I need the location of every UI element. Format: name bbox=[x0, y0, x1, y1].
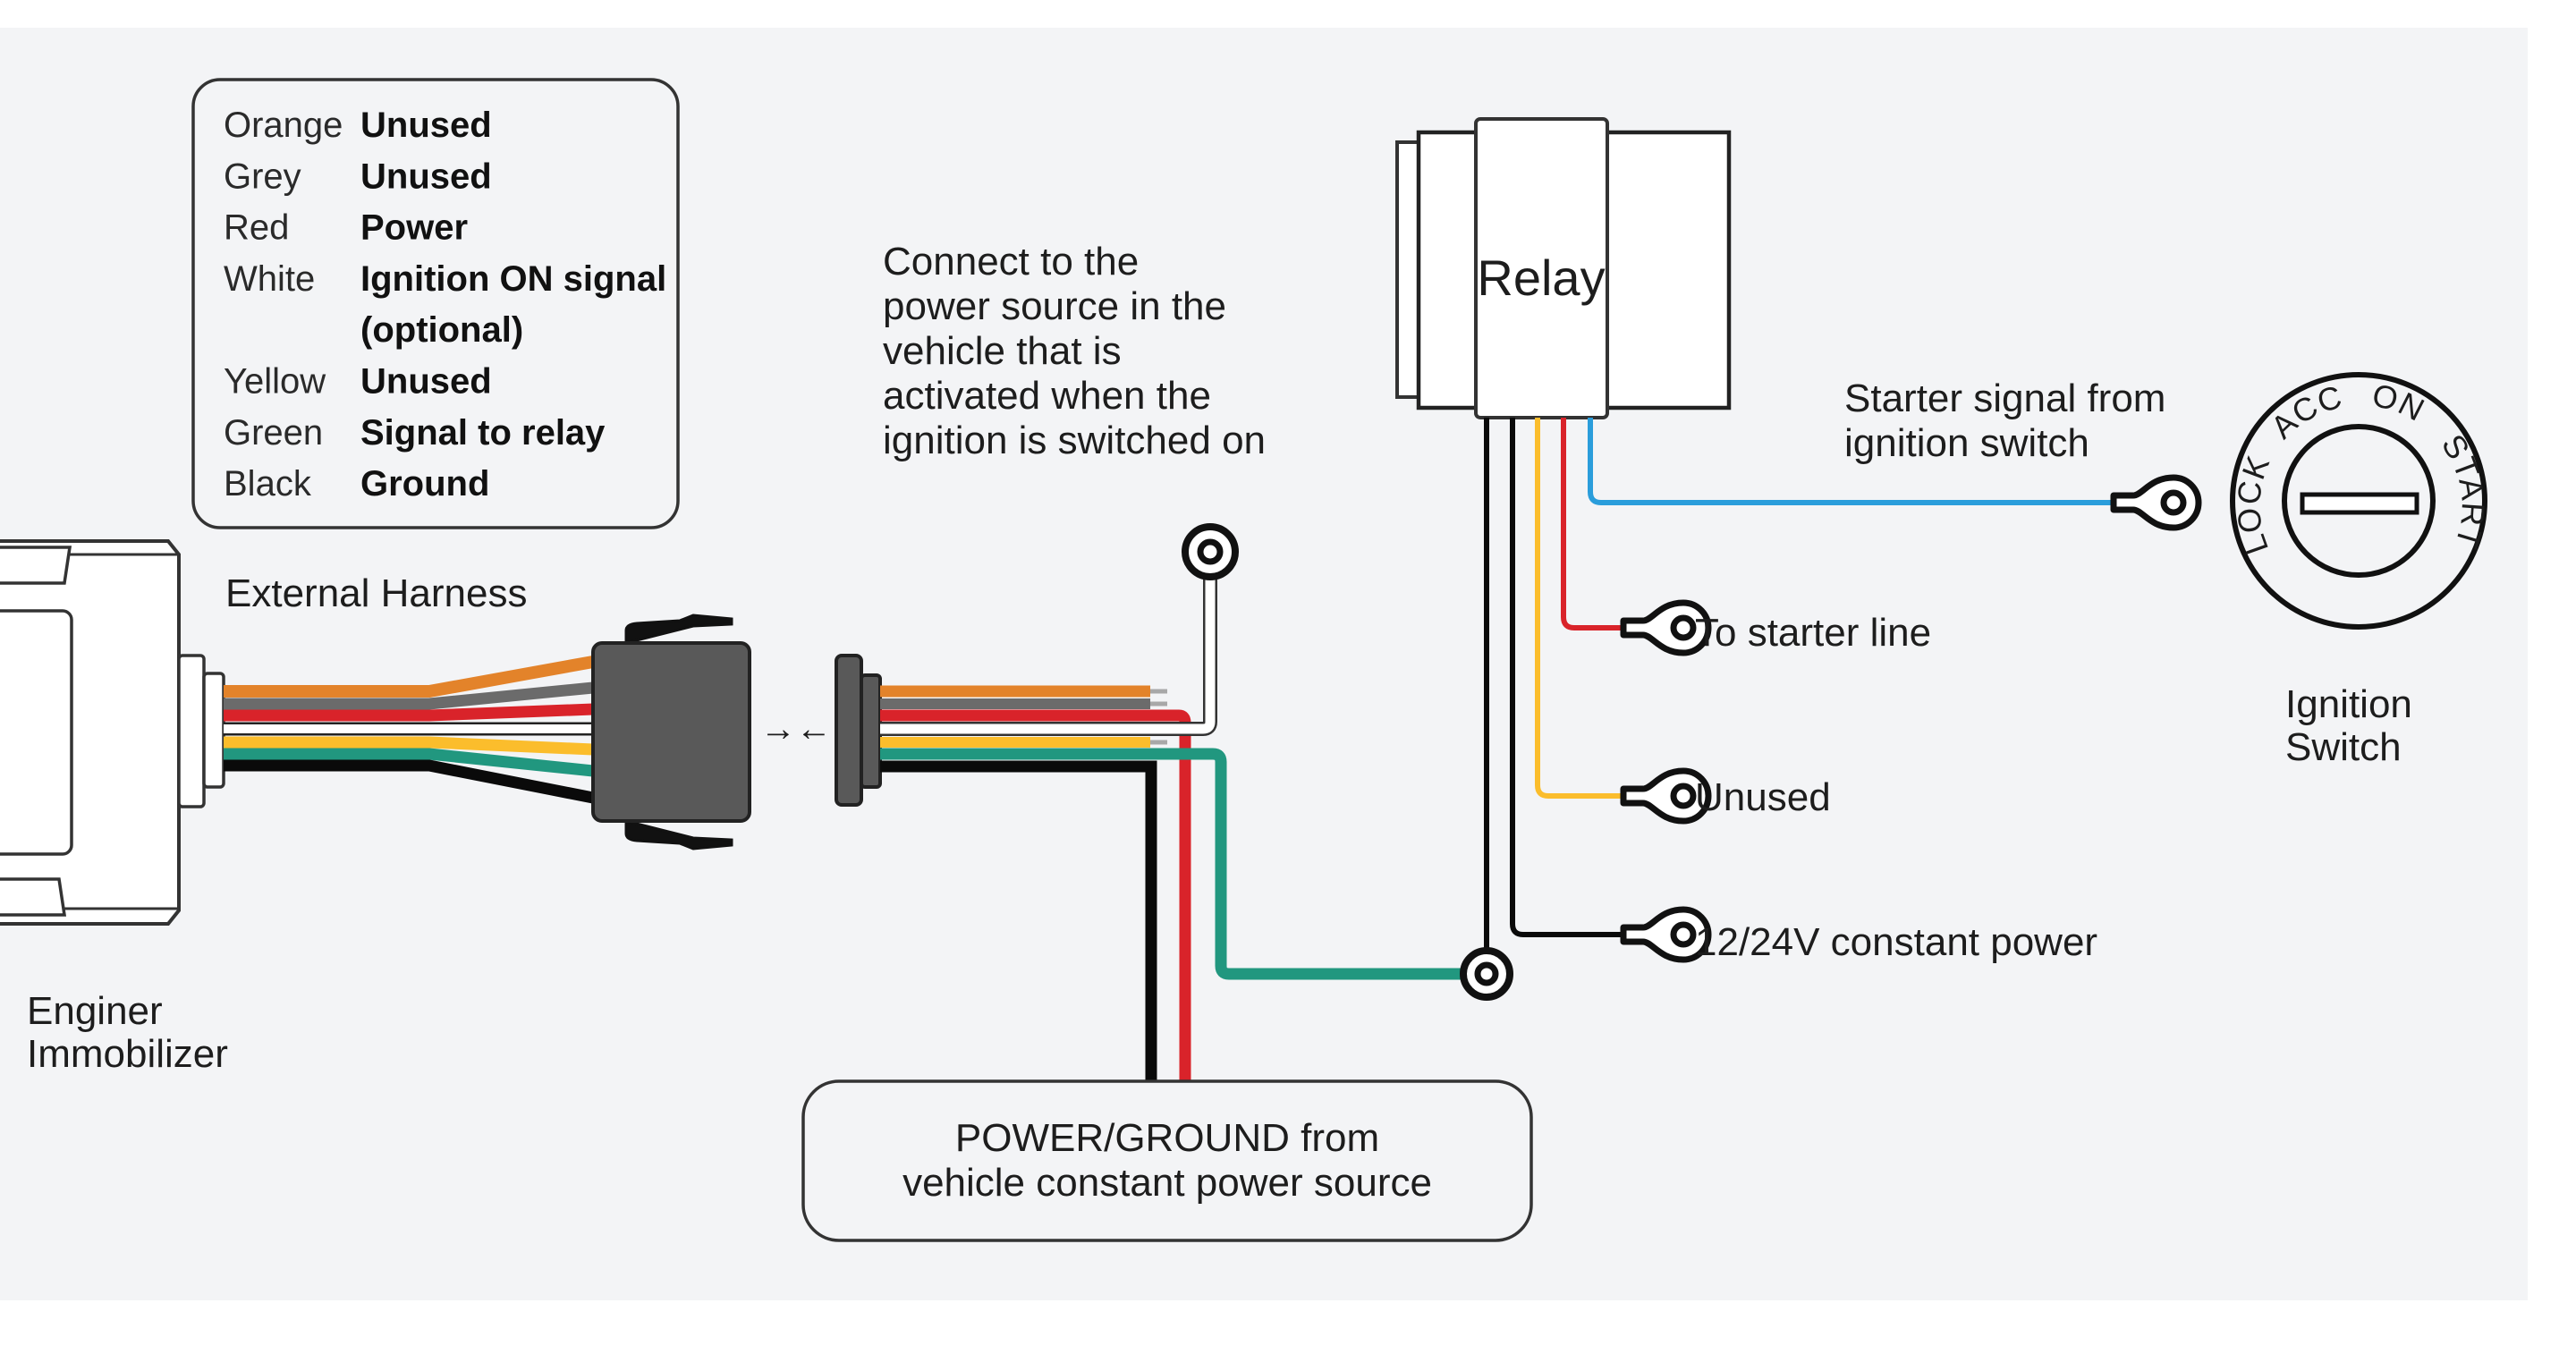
legend-function: Power bbox=[360, 208, 468, 248]
constant-power-label: 12/24V constant power bbox=[1695, 920, 2097, 964]
engine-immobilizer bbox=[0, 539, 225, 926]
immobilizer-bottom-latch bbox=[0, 877, 67, 917]
connect-note: Connect to the power source in the vehic… bbox=[883, 240, 1266, 462]
connect-note-line: ignition is switched on bbox=[883, 419, 1266, 462]
legend-function: Unused bbox=[360, 106, 492, 145]
legend-function: Ignition ON signal bbox=[360, 259, 666, 299]
mating-plate-outer bbox=[835, 654, 863, 807]
to-starter-lug-terminal bbox=[1620, 599, 1712, 656]
legend-box bbox=[191, 78, 680, 529]
legend-row-orange: Orange Unused bbox=[224, 106, 492, 145]
legend-color-name: Black bbox=[224, 464, 312, 504]
immobilizer-port-outer bbox=[177, 654, 206, 808]
relay-wire-yellow-unused bbox=[1535, 418, 1623, 799]
harness-wire-red bbox=[224, 703, 594, 722]
harness-wire-grey bbox=[224, 681, 594, 710]
harness-wire-orange bbox=[224, 656, 595, 698]
legend-color-name: White bbox=[224, 259, 315, 299]
mating-plate-inner bbox=[860, 673, 882, 789]
relay-front-body bbox=[1474, 117, 1609, 419]
relay-wire-blue-signal bbox=[1588, 418, 2115, 505]
harness-wire-black bbox=[224, 759, 595, 804]
immobilizer-label-line1: Enginer bbox=[27, 989, 163, 1033]
legend-row-red: Red Power bbox=[224, 208, 468, 248]
mating-connector bbox=[835, 654, 882, 807]
lug-hole bbox=[1670, 921, 1697, 948]
lug-body bbox=[1620, 767, 1712, 825]
immobilizer-top-latch bbox=[0, 546, 72, 585]
constant-power-lug-terminal bbox=[1620, 906, 1712, 963]
legend-row-yellow: Yellow Unused bbox=[224, 362, 492, 402]
harness-wires bbox=[224, 656, 595, 804]
harness-wire-yellow bbox=[224, 736, 594, 756]
immobilizer-window bbox=[0, 609, 73, 856]
relay-unused-lug-terminal bbox=[1620, 767, 1712, 825]
key-slot bbox=[2300, 492, 2419, 515]
legend-function: Unused bbox=[360, 362, 492, 402]
wire-white-ignition bbox=[880, 577, 1216, 734]
legend-color-name: Red bbox=[224, 208, 289, 248]
connect-note-line: activated when the bbox=[883, 374, 1211, 418]
ignition-power-ring-hole bbox=[1197, 538, 1224, 565]
legend-color-name: Grey bbox=[224, 157, 301, 196]
connect-note-line: power source in the bbox=[883, 284, 1226, 328]
wire-green-signal bbox=[880, 748, 1467, 980]
ignition-switch-label-line1: Ignition bbox=[2285, 682, 2412, 726]
power-ground-label-line2: vehicle constant power source bbox=[902, 1161, 1432, 1205]
legend-row-white: White Ignition ON signal (optional) bbox=[224, 259, 666, 350]
harness-wire-green bbox=[224, 748, 594, 777]
power-ground-box bbox=[801, 1079, 1533, 1242]
relay-wires bbox=[1484, 418, 2115, 950]
external-harness-label: External Harness bbox=[225, 571, 527, 615]
relay-side-tab bbox=[1395, 140, 1420, 399]
lug-hole bbox=[1670, 614, 1697, 641]
immobilizer-port-inner bbox=[202, 672, 225, 789]
legend-row-black: Black Ground bbox=[224, 464, 489, 504]
connector-bottom-clip bbox=[624, 819, 733, 850]
relay-label: Relay bbox=[1477, 250, 1605, 306]
relay-ground-ring-hole bbox=[1474, 961, 1499, 986]
lug-body bbox=[2110, 474, 2202, 531]
connector-top-clip bbox=[624, 614, 733, 645]
lug-body bbox=[1620, 906, 1712, 963]
immobilizer-label-line2: Immobilizer bbox=[27, 1032, 228, 1076]
diagram-panel bbox=[0, 28, 2528, 1300]
lug-terminals bbox=[1620, 474, 2202, 963]
connector-body bbox=[591, 641, 751, 823]
ignition-power-ring-terminal bbox=[1182, 523, 1239, 580]
legend-function-continued: (optional) bbox=[360, 310, 523, 350]
connect-note-line: Connect to the bbox=[883, 240, 1139, 283]
legend-function: Unused bbox=[360, 157, 492, 196]
lug-hole bbox=[2160, 489, 2187, 516]
lug-body bbox=[1620, 599, 1712, 656]
wire-black-ground bbox=[880, 760, 1157, 1082]
legend-color-name: Green bbox=[224, 413, 323, 453]
relay-wire-red-starter bbox=[1561, 418, 1623, 630]
ignition-switch-label-line2: Switch bbox=[2285, 725, 2402, 769]
relay-ground-ring-terminal bbox=[1460, 947, 1513, 1001]
starter-signal-label-line2: ignition switch bbox=[1844, 421, 2089, 465]
legend-color-name: Orange bbox=[224, 106, 343, 145]
relay: Relay bbox=[1395, 117, 1732, 419]
power-ground-label-line1: POWER/GROUND from bbox=[955, 1116, 1379, 1160]
relay-unused-label: Unused bbox=[1695, 775, 1831, 819]
legend-color-name: Yellow bbox=[224, 362, 326, 402]
legend-row-grey: Grey Unused bbox=[224, 157, 492, 196]
legend-row-green: Green Signal to relay bbox=[224, 413, 606, 453]
legend-function: Ground bbox=[360, 464, 489, 504]
starter-signal-lug-terminal bbox=[2110, 474, 2202, 531]
lug-hole bbox=[1670, 783, 1697, 809]
relay-wire-black-constant bbox=[1510, 418, 1623, 937]
ignition-switch: LOCK ACC ON START bbox=[2230, 372, 2491, 630]
mate-arrows: →← bbox=[760, 709, 832, 749]
harness-connector bbox=[591, 614, 751, 850]
vehicle-side-wires bbox=[880, 523, 1467, 1082]
legend-function: Signal to relay bbox=[360, 413, 606, 453]
to-starter-line-label: To starter line bbox=[1695, 611, 1931, 655]
starter-signal-label-line1: Starter signal from bbox=[1844, 377, 2165, 420]
connect-note-line: vehicle that is bbox=[883, 329, 1122, 373]
